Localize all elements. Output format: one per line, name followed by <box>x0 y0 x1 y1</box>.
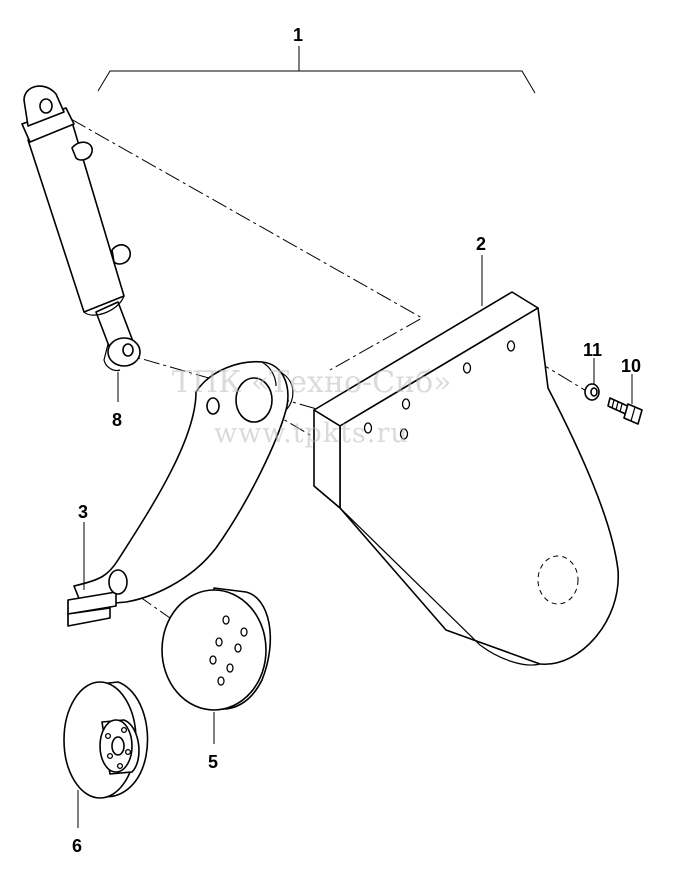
hex-bolt <box>607 397 643 425</box>
lever-arm <box>67 360 294 627</box>
callout-6: 6 <box>72 836 82 856</box>
callout-leaders <box>77 255 633 828</box>
hydraulic-cylinder <box>21 85 141 372</box>
brake-disc <box>63 681 149 799</box>
callout-8: 8 <box>112 410 122 430</box>
callout-2: 2 <box>476 234 486 254</box>
callout-5: 5 <box>208 752 218 772</box>
callout-3: 3 <box>78 502 88 522</box>
callout-10: 10 <box>621 356 641 376</box>
callout-1: 1 <box>293 25 303 45</box>
hub-flange <box>161 587 272 711</box>
callout-11: 11 <box>583 340 602 360</box>
lock-washer <box>584 383 600 401</box>
watermark-website: www.tpkts.ru <box>214 418 409 449</box>
watermark-company: ТПК «Техно-Сиб» <box>172 365 452 400</box>
housing-block <box>313 291 619 666</box>
assembly-bracket <box>97 46 536 94</box>
